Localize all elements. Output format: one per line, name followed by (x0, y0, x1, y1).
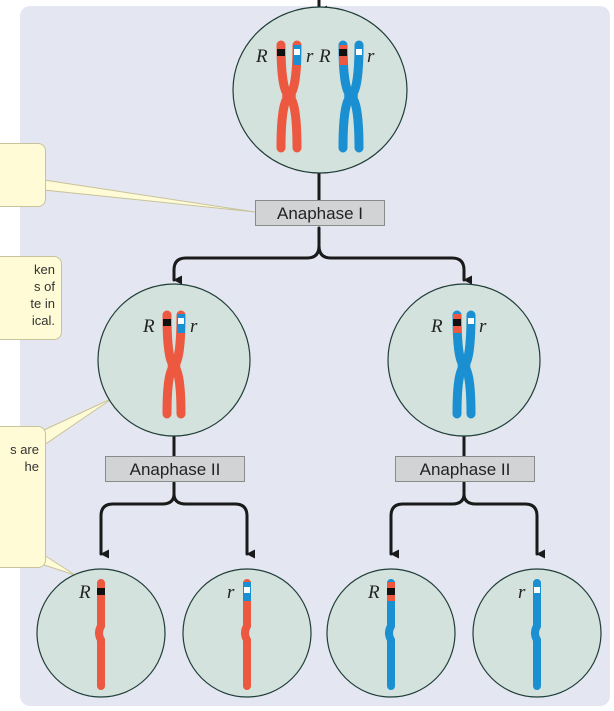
chromosome-paternal-pair (338, 40, 364, 153)
chromosome-maternal-pair (276, 40, 302, 153)
branch-arrow-right (317, 244, 473, 285)
allele-label-right-R: R (430, 316, 443, 337)
chromosome-secondary-left (162, 310, 186, 419)
callout-lower-line-1: s are (10, 442, 39, 457)
split-arrow-left-a (99, 481, 176, 559)
cell-parent (232, 6, 408, 174)
allele-label-left-R: R (142, 316, 155, 337)
stage-label-anaphase-1: Anaphase I (255, 200, 385, 226)
allele-label-gamete-2: r (227, 582, 235, 603)
allele-label-gamete-1: R (78, 582, 91, 603)
chromatid-gamete-3 (385, 579, 395, 690)
callout-middle-line-4: ical. (31, 313, 55, 328)
allele-label-right-r: r (479, 316, 487, 337)
split-arrow-left-b (172, 492, 256, 559)
allele-label-parent-R1: R (255, 46, 268, 67)
callout-top-pointer (43, 179, 256, 213)
stage-label-anaphase-2-right: Anaphase II (395, 456, 535, 482)
callout-lower-pointer-2 (43, 554, 76, 576)
callout-middle: ken s of te in ical. (0, 256, 62, 340)
split-arrow-right-b (462, 492, 546, 559)
allele-label-parent-r1: r (306, 46, 314, 67)
allele-label-parent-r2: r (367, 46, 375, 67)
stage-label-anaphase-2-left: Anaphase II (105, 456, 245, 482)
chromosome-secondary-right (452, 310, 476, 419)
allele-label-parent-R2: R (318, 46, 331, 67)
callout-top (0, 143, 46, 207)
allele-label-gamete-4: r (518, 582, 526, 603)
callout-lower-pointer (43, 397, 114, 446)
callout-middle-line-2: s of (34, 279, 55, 294)
chromatid-gamete-2 (241, 579, 251, 690)
callout-middle-line-3: te in (30, 296, 55, 311)
callout-lower: s are he (0, 426, 46, 568)
branch-arrow-left (172, 226, 321, 285)
chromatid-gamete-1 (95, 579, 105, 690)
chromatid-gamete-4 (531, 579, 541, 690)
allele-label-left-r: r (190, 316, 198, 337)
split-arrow-right-a (389, 481, 466, 559)
callout-middle-line-1: ken (34, 262, 55, 277)
callout-lower-line-2: he (24, 459, 39, 474)
allele-label-gamete-3: R (367, 582, 380, 603)
